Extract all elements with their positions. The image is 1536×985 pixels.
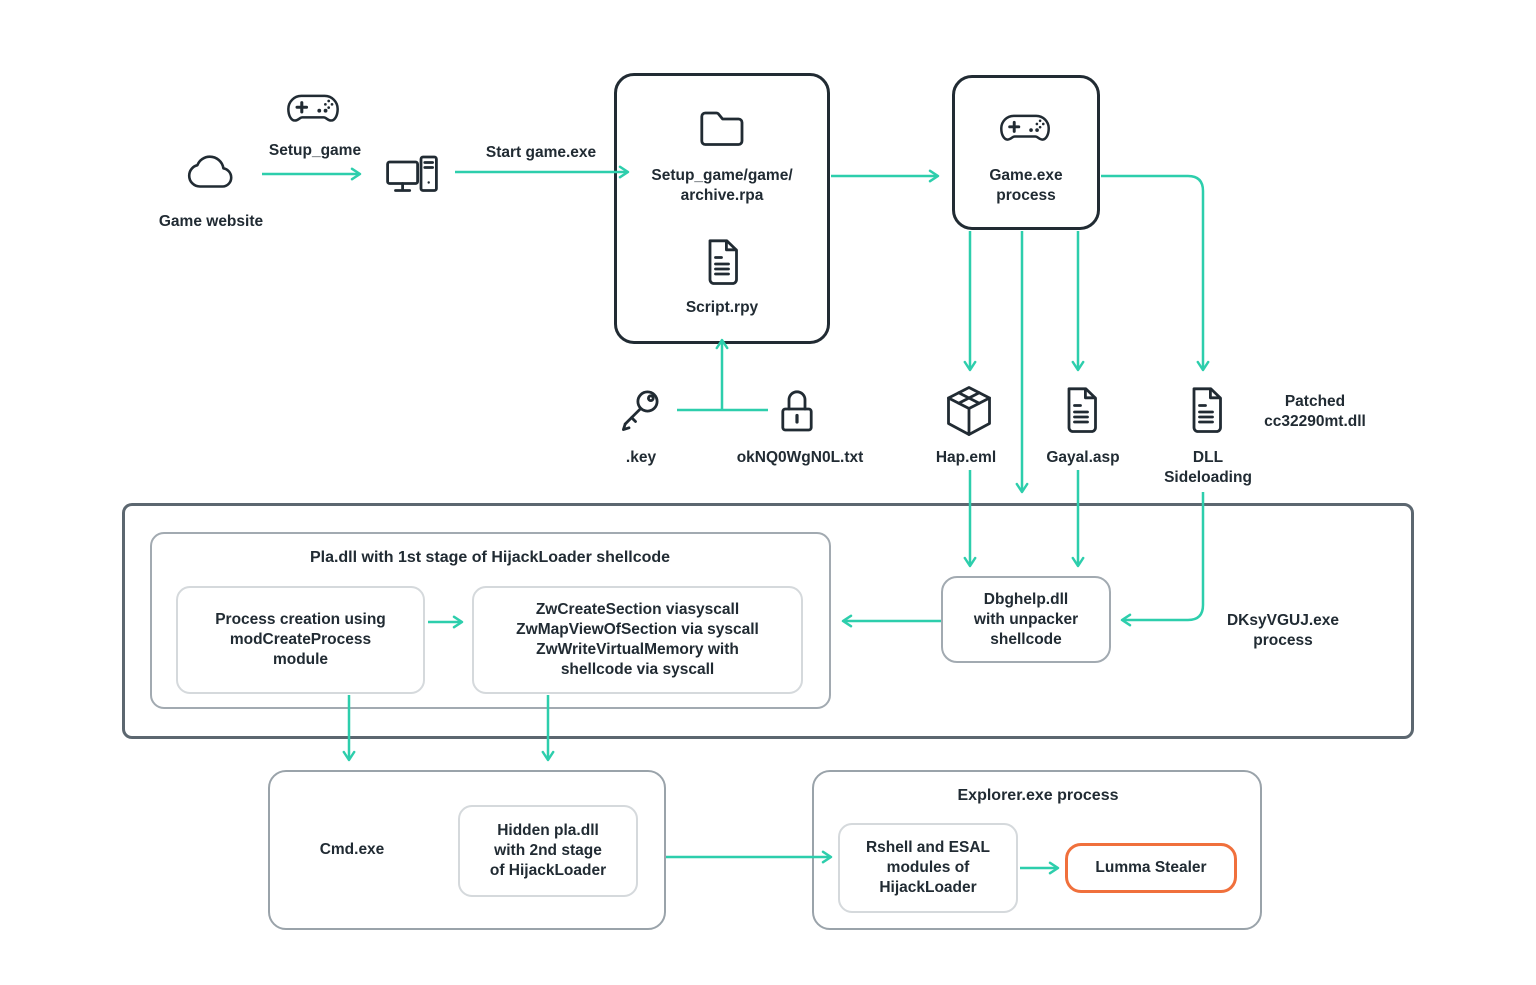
folder-icon xyxy=(699,110,745,148)
setup-game-edge-label: Setup_game xyxy=(268,142,362,159)
process-creation-box: Process creation using modCreateProcess … xyxy=(176,586,425,694)
zw-syscalls-box: ZwCreateSection viasyscall ZwMapViewOfSe… xyxy=(472,586,803,694)
archive-path-label: Setup_game/game/ archive.rpa xyxy=(651,167,793,204)
hap-eml-label: Hap.eml xyxy=(935,449,997,466)
lumma-stealer-label: Lumma Stealer xyxy=(1095,859,1207,876)
rshell-esal-box: Rshell and ESAL modules of HijackLoader xyxy=(838,823,1018,913)
lock-label: okNQ0WgN0L.txt xyxy=(736,449,864,466)
key-label: .key xyxy=(625,449,657,466)
package-icon xyxy=(945,384,993,440)
game-exe-process-box xyxy=(952,75,1100,230)
explorer-title: Explorer.exe process xyxy=(957,787,1119,804)
key-icon xyxy=(619,388,663,432)
dbghelp-box: Dbghelp.dll with unpacker shellcode xyxy=(941,576,1111,663)
process-creation-text: Process creation using modCreateProcess … xyxy=(215,611,386,668)
game-exe-gamepad-icon xyxy=(1000,110,1050,145)
start-game-edge-label: Start game.exe xyxy=(485,144,597,161)
lumma-stealer-box: Lumma Stealer xyxy=(1065,843,1237,893)
dksyvguj-process-container xyxy=(122,503,1414,739)
dll-sideloading-label: DLL Sideloading xyxy=(1164,449,1252,486)
game-website-label: Game website xyxy=(158,213,264,230)
gamepad-icon xyxy=(287,90,339,126)
hidden-pla-text: Hidden pla.dll with 2nd stage of HijackL… xyxy=(489,822,607,879)
gayal-document-icon xyxy=(1062,386,1100,434)
pla-dll-title: Pla.dll with 1st stage of HijackLoader s… xyxy=(309,549,671,566)
game-exe-label: Game.exe process xyxy=(989,167,1063,204)
hidden-pla-box: Hidden pla.dll with 2nd stage of HijackL… xyxy=(458,805,638,897)
dbghelp-text: Dbghelp.dll with unpacker shellcode xyxy=(973,590,1079,648)
edge-gameexe-to-dll xyxy=(1101,174,1210,372)
script-rpy-label: Script.rpy xyxy=(685,299,759,316)
cloud-icon xyxy=(183,154,237,194)
cmd-exe-label: Cmd.exe xyxy=(319,841,385,858)
rshell-esal-text: Rshell and ESAL modules of HijackLoader xyxy=(865,839,991,896)
gayal-asp-label: Gayal.asp xyxy=(1046,449,1120,466)
dksyvguj-label: DKsyVGUJ.exe process xyxy=(1226,612,1340,649)
zw-syscalls-text: ZwCreateSection viasyscall ZwMapViewOfSe… xyxy=(516,601,759,678)
computer-icon xyxy=(386,153,438,199)
lock-icon xyxy=(777,384,817,436)
patched-dll-label: Patched cc32290mt.dll xyxy=(1264,393,1366,430)
dll-document-icon xyxy=(1187,386,1225,434)
script-document-icon xyxy=(703,238,741,286)
